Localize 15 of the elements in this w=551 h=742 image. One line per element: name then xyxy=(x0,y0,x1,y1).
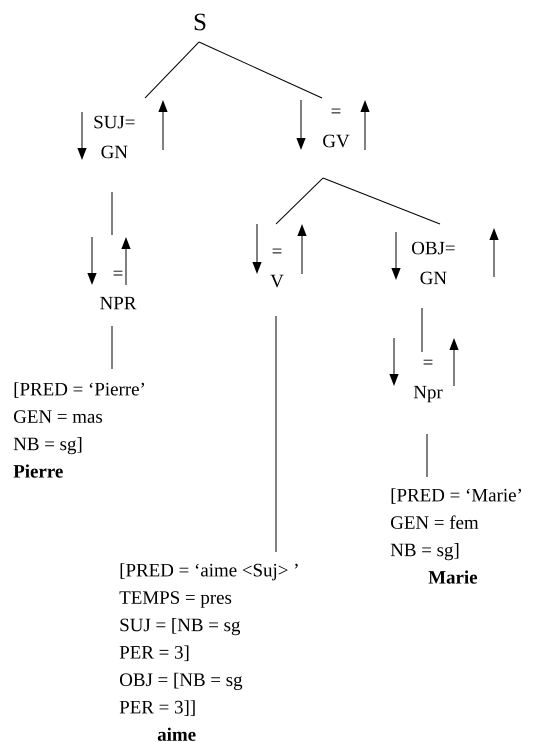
node-label: OBJ= GN xyxy=(412,242,455,284)
node-label: = NPR xyxy=(100,270,136,310)
tree-branch xyxy=(276,178,324,224)
node-label: S xyxy=(194,14,206,30)
node-label: SUJ= GN xyxy=(94,116,134,158)
feature-structure: [PRED = ‘Pierre’ GEN = mas NB = sg] Pierre xyxy=(14,382,144,478)
node-label: = GV xyxy=(323,108,350,148)
tree-branch xyxy=(144,42,200,98)
feature-structure: [PRED = ‘Marie’ GEN = fem NB = sg] Marie xyxy=(390,488,522,584)
tree-branch xyxy=(198,42,322,98)
tree-branch xyxy=(426,434,428,478)
feature-structure: [PRED = ‘aime <Suj> ’ TEMPS = pres SUJ = [NB = sg PER = 3] OBJ = [NB = sg PER = 3]] aime xyxy=(120,563,298,741)
node-label: = V xyxy=(270,248,284,288)
tree-branch xyxy=(322,178,440,224)
node-label: = Npr xyxy=(414,360,443,402)
